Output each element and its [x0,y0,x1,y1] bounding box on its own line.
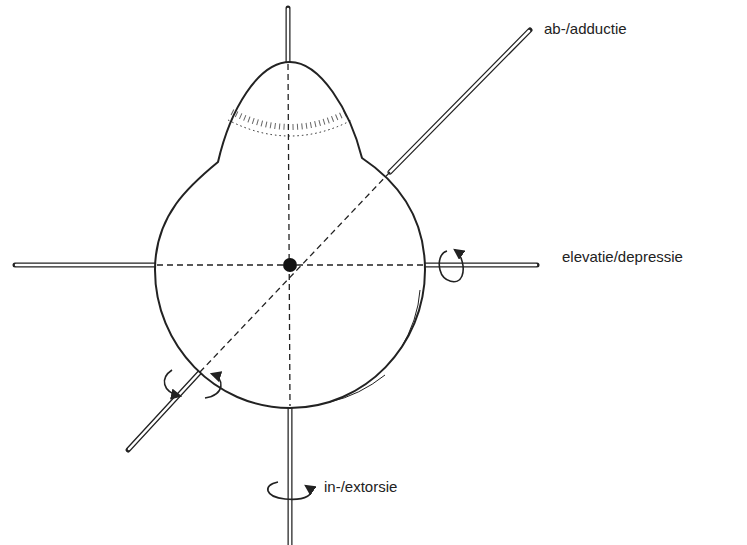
axis-label: in-/extorsie [322,478,399,496]
axis-label: ab-/adductie [542,20,629,38]
axis-label: elevatie/depressie [560,248,685,266]
